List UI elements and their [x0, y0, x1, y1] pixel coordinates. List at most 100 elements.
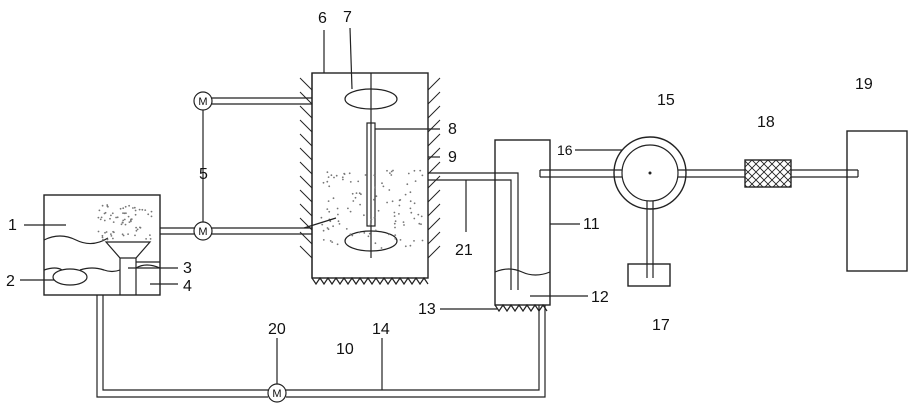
hatch-line [428, 176, 440, 188]
label-4: 4 [183, 278, 192, 295]
particle [342, 179, 344, 181]
motor-bottom[interactable]: M [268, 384, 286, 402]
particle [422, 175, 424, 177]
particle [332, 225, 334, 227]
particle [421, 216, 423, 218]
motor-top[interactable]: M [194, 92, 212, 110]
particle [125, 224, 127, 226]
particle [321, 217, 323, 219]
collector-box [628, 264, 670, 286]
hatch-line [428, 246, 440, 258]
particle [104, 232, 106, 234]
particle [127, 233, 129, 235]
particle [374, 187, 376, 189]
particle [122, 207, 124, 209]
particle [134, 207, 136, 209]
label-16: 16 [557, 142, 573, 158]
motor-middle[interactable]: M [194, 222, 212, 240]
feed-tank [44, 195, 160, 295]
particle [109, 218, 111, 220]
particle [113, 221, 115, 223]
particle [134, 235, 136, 237]
particle [110, 233, 112, 235]
particle [347, 208, 349, 210]
particle [150, 238, 152, 240]
particle [352, 193, 354, 195]
particle [147, 213, 149, 215]
particle [120, 208, 122, 210]
hatch-line [428, 120, 440, 132]
label-18: 18 [757, 114, 775, 131]
hatch-line [300, 134, 312, 146]
collection-vessel [495, 140, 550, 311]
hatch-line [428, 218, 440, 230]
particle [410, 200, 412, 202]
particle [128, 205, 130, 207]
particle [386, 170, 388, 172]
particle [106, 204, 108, 206]
storage-tank [847, 131, 907, 271]
particle [328, 176, 330, 178]
label-11: 11 [583, 216, 600, 233]
particle [333, 197, 335, 199]
filter [745, 160, 858, 187]
particle [105, 212, 107, 214]
particle [359, 192, 361, 194]
particle [339, 223, 341, 225]
pipes-motors [160, 98, 312, 234]
particle [375, 242, 377, 244]
particle [327, 171, 329, 173]
particle [151, 216, 153, 218]
pump[interactable] [540, 137, 745, 278]
particle [383, 186, 385, 188]
particle [374, 217, 376, 219]
label-9: 9 [448, 149, 457, 166]
particle [122, 220, 124, 222]
particle [328, 211, 330, 213]
particle [373, 174, 375, 176]
particle [124, 212, 126, 214]
particle [125, 206, 127, 208]
particle [410, 245, 412, 247]
hatch-line [300, 78, 312, 90]
particle [326, 208, 328, 210]
particle [363, 214, 365, 216]
hatch-line [428, 162, 440, 174]
hatch-line [300, 204, 312, 216]
particle [363, 232, 365, 234]
particle [422, 240, 424, 242]
label-20: 20 [268, 321, 286, 338]
particle [151, 211, 153, 213]
particle [123, 235, 125, 237]
label-8: 8 [448, 121, 457, 138]
particle [415, 180, 417, 182]
label-2: 2 [6, 273, 15, 290]
particle [350, 181, 352, 183]
particle [121, 223, 123, 225]
particle [398, 213, 400, 215]
particle [135, 210, 137, 212]
particle [128, 216, 130, 218]
particle [110, 215, 112, 217]
particle [420, 223, 422, 225]
particle [381, 247, 383, 249]
particle [373, 199, 375, 201]
particle [394, 223, 396, 225]
hatch-line [428, 148, 440, 160]
label-19: 19 [855, 76, 873, 93]
hatch-line [300, 246, 312, 258]
reactor-heater [312, 278, 428, 284]
hatch-line [428, 106, 440, 118]
particle [100, 219, 102, 221]
hatch-line [300, 148, 312, 160]
hatch-line [428, 232, 440, 244]
particle [136, 230, 138, 232]
particle [351, 235, 353, 237]
particle [328, 185, 330, 187]
particle [111, 235, 113, 237]
particle [328, 200, 330, 202]
particle [395, 220, 397, 222]
particle [356, 192, 358, 194]
particle [365, 174, 367, 176]
